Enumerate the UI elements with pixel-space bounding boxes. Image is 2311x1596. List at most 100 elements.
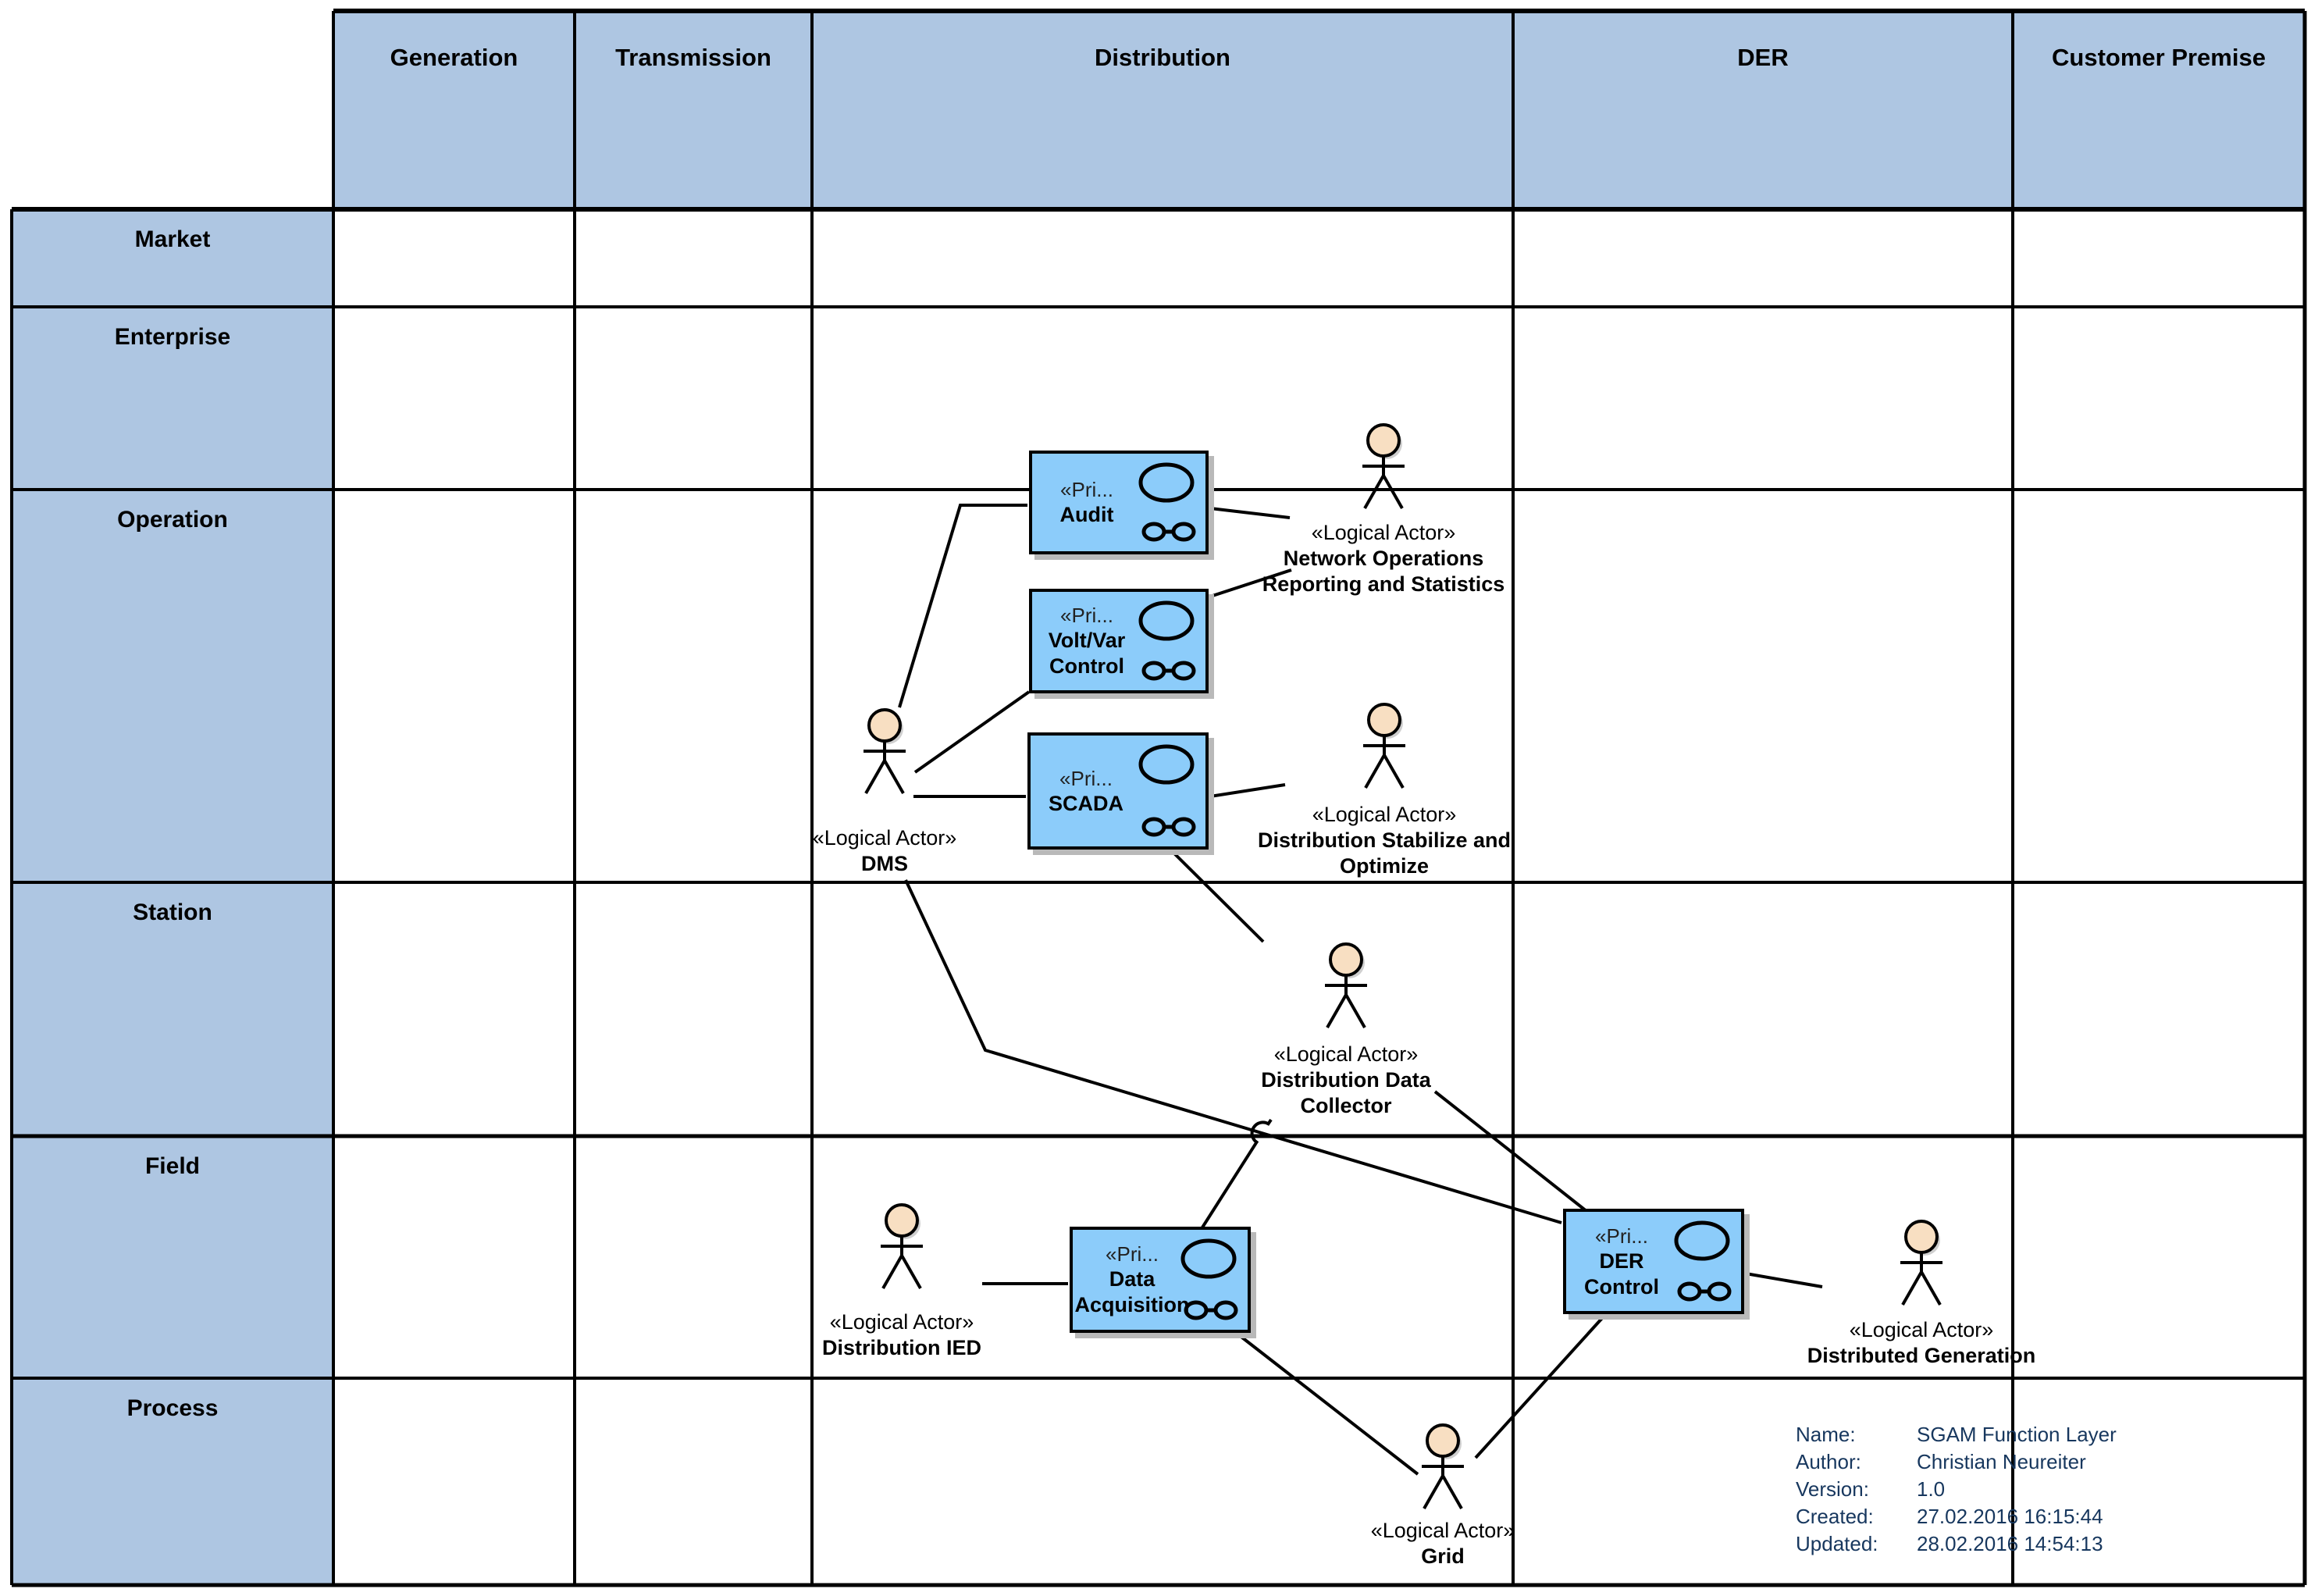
stick-figure-icon: [864, 708, 906, 794]
use-case-stereotype: «Pri...: [1595, 1224, 1648, 1248]
actor-stereotype: «Logical Actor»: [1311, 521, 1456, 544]
metadata-label: Name:: [1796, 1423, 1856, 1446]
actor-dms[interactable]: «Logical Actor» DMS: [813, 706, 956, 875]
collaboration-icon: [1184, 1300, 1238, 1320]
metadata-row: Version:1.0: [1796, 1476, 2117, 1503]
connector-data-acquisition-data-collector[interactable]: [1201, 1118, 1273, 1229]
actor-name: Distributed Generation: [1807, 1344, 2036, 1367]
column-header-label: Distribution: [1095, 44, 1230, 71]
stick-figure-icon: [881, 1203, 923, 1289]
row-header-label: Process: [126, 1395, 219, 1421]
actor-network-operations-reporting[interactable]: «Logical Actor» Network Operations Repor…: [1262, 421, 1504, 596]
column-header-customer-premise: Customer Premise: [2013, 11, 2305, 209]
actor-distribution-data-collector[interactable]: «Logical Actor» Distribution Data Collec…: [1261, 940, 1431, 1117]
column-header-distribution: Distribution: [812, 11, 1513, 209]
column-header-label: Transmission: [615, 44, 771, 71]
actor-name: Network Operations Reporting and Statist…: [1262, 547, 1505, 596]
metadata-value: Christian Neureiter: [1917, 1450, 2086, 1473]
actor-name: DMS: [861, 852, 908, 875]
metadata-label: Updated:: [1796, 1532, 1878, 1555]
actor-name: Grid: [1421, 1544, 1465, 1568]
metadata-row: Created:27.02.2016 16:15:44: [1796, 1503, 2117, 1530]
column-header-der: DER: [1513, 11, 2013, 209]
diagram-metadata: Name: SGAM Function Layer Author: Christia…: [1796, 1421, 2117, 1558]
actor-stereotype: «Logical Actor»: [1312, 803, 1457, 826]
use-case-stereotype: «Pri...: [1059, 766, 1113, 790]
actor-stereotype: «Logical Actor»: [1370, 1519, 1515, 1542]
actor-stereotype: «Logical Actor»: [812, 826, 957, 850]
connector-voltvar-network-operations[interactable]: [1209, 568, 1292, 598]
actor-distributed-generation[interactable]: «Logical Actor» Distributed Generation: [1807, 1217, 2035, 1367]
connector-der-control-grid[interactable]: [1474, 1315, 1605, 1459]
use-case-data-acquisition[interactable]: «Pri... Data Acquisition: [1070, 1227, 1251, 1333]
connector-scada-distribution-data-collector[interactable]: [1170, 849, 1265, 943]
use-case-oval-icon: [1180, 1238, 1237, 1279]
use-case-name: Volt/Var Control: [1048, 629, 1126, 678]
actor-name: Distribution IED: [822, 1336, 981, 1359]
use-case-stereotype: «Pri...: [1060, 478, 1113, 501]
row-header-enterprise: Enterprise: [12, 307, 333, 490]
connector-data-acquisition-grid[interactable]: [1234, 1331, 1419, 1476]
collaboration-icon: [1677, 1281, 1732, 1302]
collaboration-icon: [1141, 661, 1196, 681]
connector-scada-distribution-stabilize[interactable]: [1209, 783, 1286, 798]
actor-stereotype: «Logical Actor»: [829, 1310, 974, 1334]
metadata-value: 28.02.2016 14:54:13: [1917, 1532, 2103, 1555]
row-header-label: Station: [133, 900, 212, 925]
row-header-process: Process: [12, 1378, 333, 1585]
stick-figure-icon: [1422, 1423, 1464, 1509]
use-case-name: SCADA: [1048, 791, 1123, 815]
collaboration-icon: [1141, 817, 1196, 837]
connector-dms-voltvar-control[interactable]: [913, 690, 1031, 774]
column-header-generation: Generation: [333, 11, 575, 209]
use-case-oval-icon: [1138, 600, 1195, 641]
actor-distribution-stabilize-optimize[interactable]: «Logical Actor» Distribution Stabilize a…: [1258, 700, 1511, 878]
use-case-name: Audit: [1059, 503, 1114, 526]
actor-grid[interactable]: «Logical Actor» Grid: [1371, 1421, 1515, 1568]
use-case-stereotype: «Pri...: [1060, 604, 1113, 627]
row-header-station: Station: [12, 882, 333, 1136]
use-case-name: DER Control: [1584, 1249, 1659, 1299]
row-header-label: Operation: [117, 507, 228, 533]
connector-dms-audit[interactable]: [898, 504, 1027, 708]
column-header-label: DER: [1737, 44, 1789, 71]
actor-stereotype: «Logical Actor»: [1273, 1042, 1419, 1066]
row-header-market: Market: [12, 209, 333, 307]
column-header-transmission: Transmission: [575, 11, 812, 209]
column-header-label: Customer Premise: [2052, 44, 2266, 71]
metadata-value: 27.02.2016 16:15:44: [1917, 1505, 2103, 1528]
use-case-stereotype: «Pri...: [1106, 1242, 1159, 1266]
connector-der-control-distributed-generation[interactable]: [1745, 1272, 1823, 1288]
metadata-row: Author: Christian Neureiter: [1796, 1448, 2117, 1476]
row-header-label: Field: [144, 1153, 200, 1179]
use-case-oval-icon: [1138, 462, 1195, 503]
metadata-value: SGAM Function Layer: [1917, 1423, 2117, 1446]
row-header-field: Field: [12, 1136, 333, 1378]
use-case-oval-icon: [1674, 1220, 1730, 1261]
connector-audit-network-operations[interactable]: [1209, 507, 1291, 519]
use-case-voltvar-control[interactable]: «Pri... Volt/Var Control: [1029, 589, 1209, 693]
row-header-operation: Operation: [12, 490, 333, 882]
collaboration-icon: [1141, 522, 1196, 542]
actor-name: Distribution Data Collector: [1261, 1068, 1431, 1117]
row-header-label: Enterprise: [114, 324, 231, 350]
stick-figure-icon: [1362, 423, 1405, 509]
connector-dms-der-control[interactable]: [904, 879, 1562, 1224]
connector-data-collector-der-control[interactable]: [1433, 1090, 1588, 1213]
metadata-row: Name: SGAM Function Layer: [1796, 1421, 2117, 1448]
actor-name: Distribution Stabilize and Optimize: [1257, 828, 1511, 878]
actor-distribution-ied[interactable]: «Logical Actor» Distribution IED: [822, 1201, 981, 1359]
use-case-scada[interactable]: «Pri... SCADA: [1027, 732, 1209, 850]
use-case-oval-icon: [1138, 744, 1195, 785]
use-case-name: Data Acquisition: [1074, 1267, 1190, 1316]
row-header-label: Market: [134, 226, 211, 252]
stick-figure-icon: [1363, 703, 1405, 789]
stick-figure-icon: [1325, 942, 1367, 1028]
column-header-label: Generation: [390, 44, 518, 71]
use-case-audit[interactable]: «Pri... Audit: [1029, 451, 1209, 554]
metadata-label: Author:: [1796, 1450, 1861, 1473]
use-case-der-control[interactable]: «Pri... DER Control: [1563, 1209, 1744, 1314]
